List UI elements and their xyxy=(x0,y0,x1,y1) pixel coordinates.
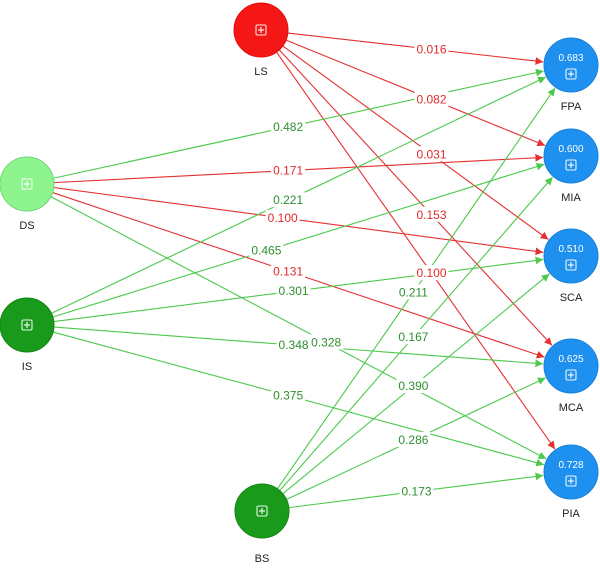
edge-weight-label: 0.171 xyxy=(273,164,303,178)
edge-label-background xyxy=(396,329,431,345)
edge-labels-layer: 0.016 0.082 0.031 0.153 0.100 0.482 0.171 0.100… xyxy=(249,41,449,499)
node-circle[interactable] xyxy=(543,338,599,394)
node-bs[interactable]: BS xyxy=(234,483,290,565)
r-squared-value: 0.600 xyxy=(558,144,583,155)
node-label: PIA xyxy=(562,508,580,520)
edge-weight-label: 0.465 xyxy=(251,244,281,258)
edge-ls-mca xyxy=(278,49,553,346)
edge-weight-label: 0.016 xyxy=(416,42,446,56)
edge-weight-label: 0.390 xyxy=(398,379,428,393)
node-label: DS xyxy=(19,220,34,232)
node-circle[interactable] xyxy=(543,37,599,93)
edge-label-background xyxy=(414,265,449,281)
node-ds[interactable]: DS xyxy=(0,156,55,232)
edge-label-background xyxy=(249,242,284,258)
edge-weight-label: 0.100 xyxy=(268,211,298,225)
edge-weight-label: 0.173 xyxy=(401,485,431,499)
r-squared-value: 0.728 xyxy=(558,460,583,471)
edge-weight-label: 0.153 xyxy=(416,208,446,222)
edge-label-background xyxy=(396,431,431,447)
plus-square-icon[interactable] xyxy=(21,178,33,190)
edge-label-background xyxy=(265,209,300,225)
edge-label-background xyxy=(309,334,344,350)
edge-label-background xyxy=(271,263,306,279)
r-squared-value: 0.625 xyxy=(558,354,583,365)
plus-square-icon[interactable] xyxy=(256,505,268,517)
node-label: MCA xyxy=(559,402,584,414)
plus-square-icon[interactable] xyxy=(565,475,577,487)
edge-label-background xyxy=(399,483,434,499)
edge-ls-sca xyxy=(282,45,549,240)
edge-weight-label: 0.482 xyxy=(273,120,303,134)
r-squared-value: 0.510 xyxy=(558,244,583,255)
edge-label-background xyxy=(271,162,306,178)
node-label: BS xyxy=(255,553,270,565)
edge-label-background xyxy=(396,378,431,394)
edge-ls-pia xyxy=(276,51,556,450)
node-label: MIA xyxy=(561,192,581,204)
edge-weight-label: 0.211 xyxy=(399,285,428,299)
node-ls[interactable]: LS xyxy=(233,2,289,78)
plus-square-icon[interactable] xyxy=(255,24,267,36)
edge-label-background xyxy=(414,41,449,57)
node-label: IS xyxy=(22,361,32,373)
edge-weight-label: 0.286 xyxy=(398,433,428,447)
edge-label-background xyxy=(271,192,306,208)
edge-weight-label: 0.328 xyxy=(311,335,341,349)
node-label: SCA xyxy=(560,292,583,304)
plus-square-icon[interactable] xyxy=(565,68,577,80)
edge-weight-label: 0.082 xyxy=(416,92,446,106)
edge-weight-label: 0.221 xyxy=(273,193,303,207)
node-is[interactable]: IS xyxy=(0,297,55,373)
node-circle[interactable] xyxy=(543,128,599,184)
plus-square-icon[interactable] xyxy=(565,369,577,381)
edge-ds-pia xyxy=(50,196,547,460)
plus-square-icon[interactable] xyxy=(565,259,577,271)
node-circle[interactable] xyxy=(543,228,599,284)
edge-weight-label: 0.348 xyxy=(279,338,309,352)
edge-weight-label: 0.375 xyxy=(273,389,303,403)
edge-label-background xyxy=(276,283,311,299)
edge-label-background xyxy=(414,206,449,222)
node-label: FPA xyxy=(561,101,582,113)
edge-weight-label: 0.131 xyxy=(273,264,303,278)
edge-label-background xyxy=(414,146,449,162)
node-label: LS xyxy=(254,66,267,78)
edge-label-background xyxy=(276,337,311,353)
edge-label-background xyxy=(271,387,306,403)
plus-square-icon[interactable] xyxy=(565,159,577,171)
edge-label-background xyxy=(271,118,306,134)
node-circle[interactable] xyxy=(543,444,599,500)
edge-weight-label: 0.100 xyxy=(416,266,446,280)
r-squared-value: 0.683 xyxy=(558,53,583,64)
edge-is-mia xyxy=(52,162,545,318)
plus-square-icon[interactable] xyxy=(21,319,33,331)
edge-label-background xyxy=(396,284,431,300)
edge-weight-label: 0.301 xyxy=(279,284,309,298)
edge-label-background xyxy=(414,91,449,107)
edge-weight-label: 0.031 xyxy=(416,147,446,161)
edge-weight-label: 0.167 xyxy=(398,330,428,344)
